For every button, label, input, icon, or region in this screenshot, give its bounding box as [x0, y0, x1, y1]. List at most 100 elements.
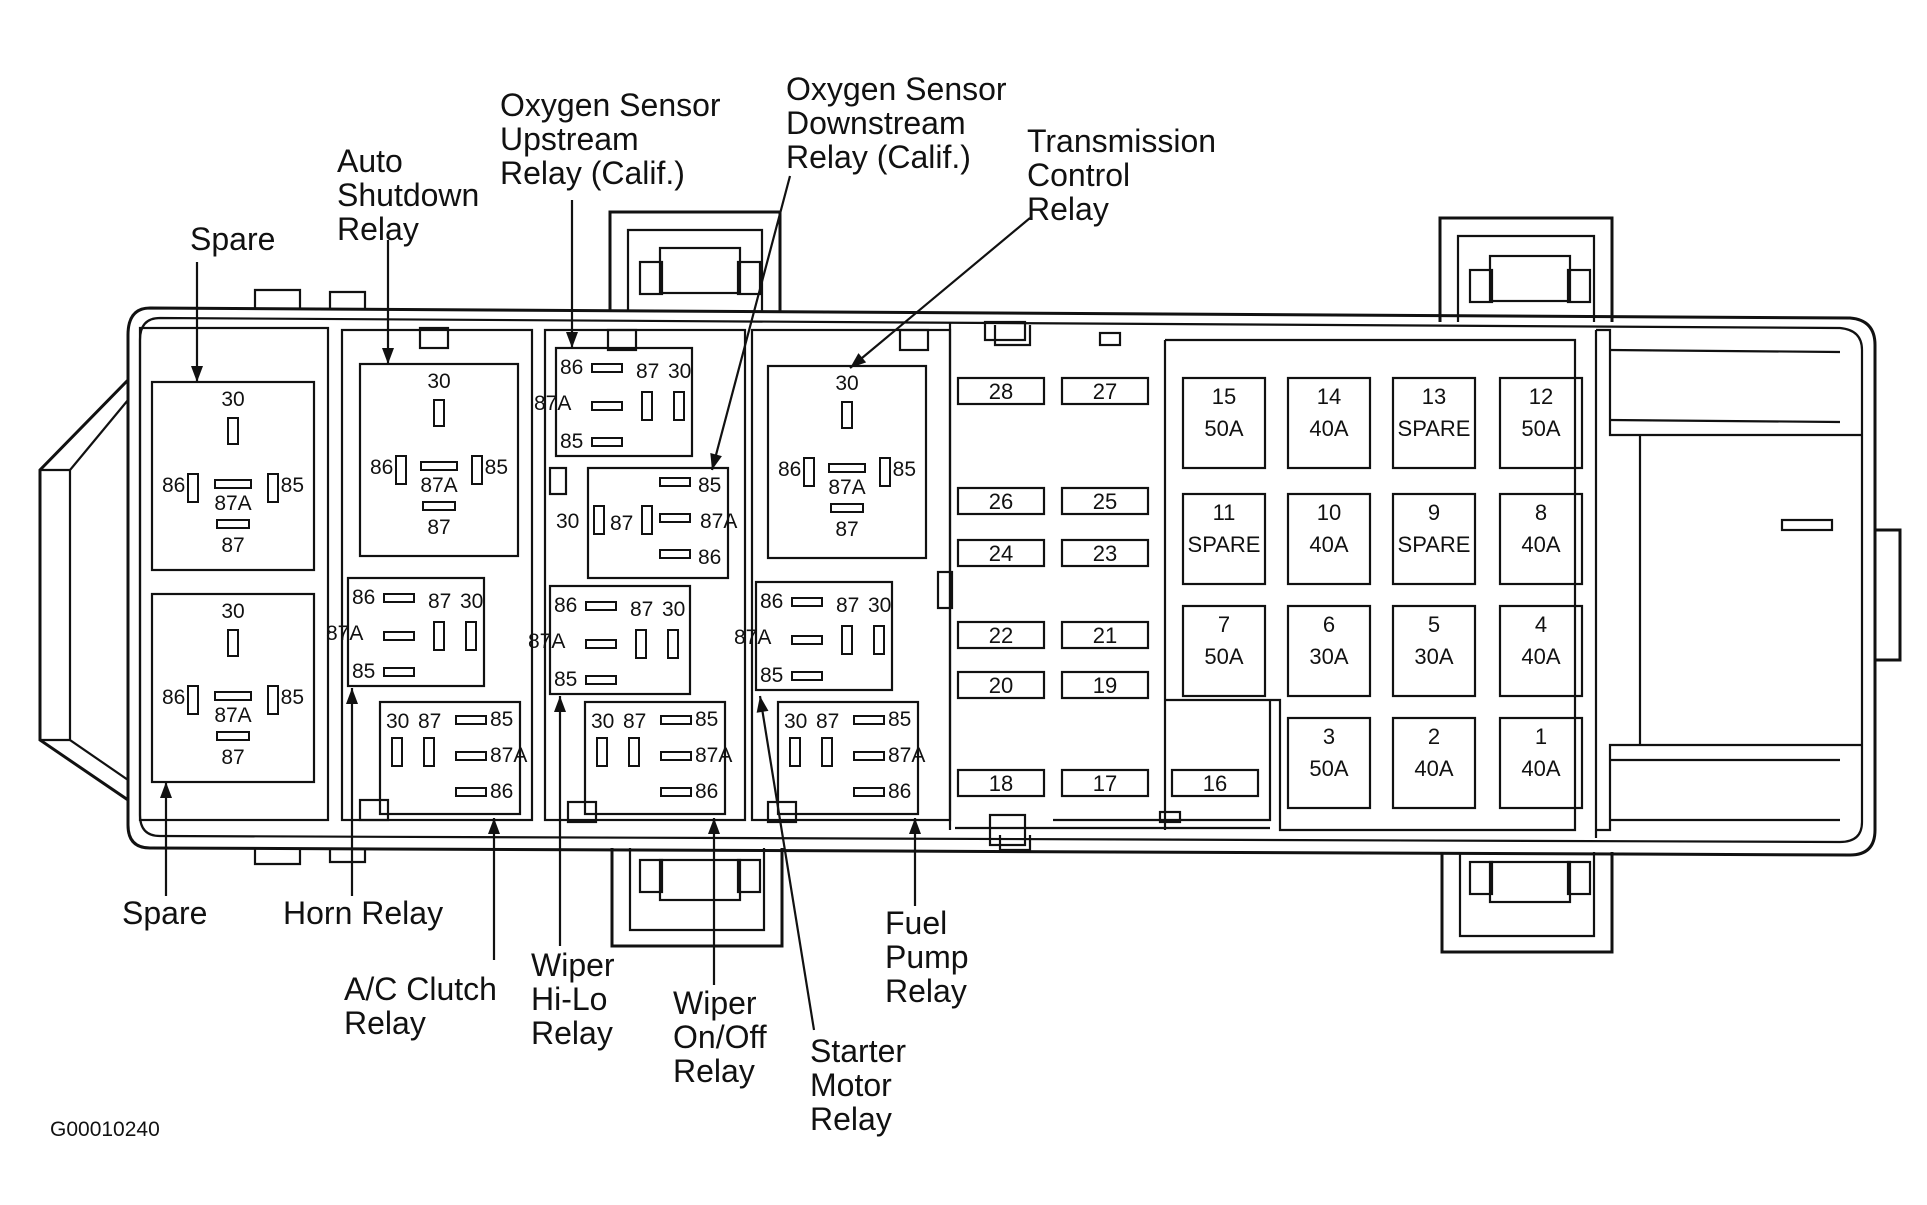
fuse-number: 3 — [1323, 724, 1335, 749]
leader-wiper-hilo — [554, 696, 566, 946]
slot-label: 25 — [1093, 489, 1117, 514]
pin-label: 86 — [888, 780, 911, 803]
pin-label: 85 — [490, 708, 513, 731]
pin-label: 86 — [162, 474, 185, 497]
pin-label: 30 — [221, 600, 244, 623]
pin-label: 87A — [888, 744, 925, 767]
pin-label: 87 — [816, 710, 839, 733]
pin-label: 30 — [784, 710, 807, 733]
fuse-rating: 50A — [1309, 756, 1348, 781]
pin-label: 86 — [760, 590, 783, 613]
pin-label: 87 — [221, 746, 244, 769]
pin-label: 87 — [221, 534, 244, 557]
fuse-number: 7 — [1218, 612, 1230, 637]
leader-fuel-pump — [909, 818, 921, 906]
fuse-rating: 50A — [1204, 644, 1243, 669]
pin-label: 30 — [591, 710, 614, 733]
pin-label: 87A — [214, 492, 251, 515]
fuse-rating: 40A — [1309, 532, 1348, 557]
slot-label: 17 — [1093, 771, 1117, 796]
pin-label: 87 — [636, 360, 659, 383]
pin-label: 87 — [428, 590, 451, 613]
pin-label: 87A — [828, 476, 865, 499]
pin-label: 87A — [695, 744, 732, 767]
leader-wiper-onoff — [708, 818, 720, 985]
slot-label: 20 — [989, 673, 1013, 698]
slot-label: 16 — [1203, 771, 1227, 796]
callout-labels: Spare Auto Shutdown Relay Oxygen Sensor … — [50, 71, 1216, 1141]
pin-label: 85 — [352, 660, 375, 683]
callout-wiper-hilo: Wiper Hi-Lo Relay — [531, 947, 623, 1051]
fuse-number: 8 — [1535, 500, 1547, 525]
fuse-rating: 40A — [1521, 532, 1560, 557]
callout-starter-motor: Starter Motor Relay — [810, 1033, 915, 1137]
slot-label: 22 — [989, 623, 1013, 648]
leader-spare-top — [191, 262, 203, 382]
leader-o2-downstream — [710, 175, 792, 471]
pin-label: 30 — [556, 510, 579, 533]
pin-label: 87 — [836, 594, 859, 617]
pin-label: 87A — [734, 626, 771, 649]
pin-label: 85 — [485, 456, 508, 479]
pin-label: 30 — [668, 360, 691, 383]
mini-fuse-slot-19: 19 — [1060, 670, 1150, 700]
pin-label: 87A — [700, 510, 737, 533]
pin-label: 85 — [893, 458, 916, 481]
slot-label: 28 — [989, 379, 1013, 404]
fuse-rating: 40A — [1414, 756, 1453, 781]
slot-label: 27 — [1093, 379, 1117, 404]
fuse-number: 15 — [1212, 384, 1236, 409]
pin-label: 87 — [835, 518, 858, 541]
leader-transmission-control — [849, 217, 1031, 369]
pin-label: 30 — [427, 370, 450, 393]
pin-label: 30 — [386, 710, 409, 733]
callout-leaders — [160, 175, 1031, 1031]
slot-label: 24 — [989, 541, 1013, 566]
fuse-rating: 40A — [1521, 756, 1560, 781]
fuse-number: 14 — [1317, 384, 1341, 409]
fuse-box-housing — [38, 210, 1902, 954]
callout-horn-relay: Horn Relay — [283, 895, 443, 931]
slot-label: 26 — [989, 489, 1013, 514]
pin-label: 86 — [554, 594, 577, 617]
mini-fuse-slot-23: 23 — [1060, 538, 1150, 568]
slot-label: 23 — [1093, 541, 1117, 566]
pin-label: 86 — [698, 546, 721, 569]
pin-label: 86 — [490, 780, 513, 803]
fuse-number: 13 — [1422, 384, 1446, 409]
pin-label: 85 — [698, 474, 721, 497]
pin-label: 87 — [623, 710, 646, 733]
leader-horn-relay — [346, 688, 358, 896]
slot-label: 18 — [989, 771, 1013, 796]
fuse-number: 5 — [1428, 612, 1440, 637]
fuse-rating: 40A — [1521, 644, 1560, 669]
pin-label: 85 — [560, 430, 583, 453]
slot-label: 21 — [1093, 623, 1117, 648]
fuse-number: 11 — [1213, 500, 1236, 525]
mini-fuse-slot-17: 17 — [1060, 768, 1150, 798]
maxi-fuse-grid: 1550A1440A13SPARE1250A11SPARE1040A9SPARE… — [1181, 376, 1584, 810]
fuse-number: 1 — [1535, 724, 1547, 749]
fuse-rating: 30A — [1309, 644, 1348, 669]
mini-fuse-slots: 28 27 26 25 24 23 22 21 20 19 18 17 16 — [956, 376, 1260, 798]
pin-label: 85 — [554, 668, 577, 691]
pin-label: 85 — [281, 686, 304, 709]
